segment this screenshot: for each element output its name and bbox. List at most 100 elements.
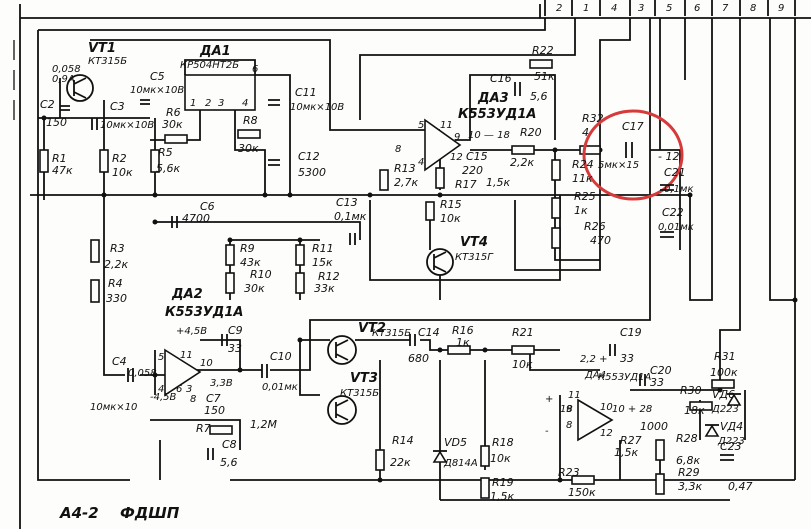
c20-value: 33 <box>650 376 664 389</box>
resistor-symbol <box>295 272 305 294</box>
c23-value: 0,47 <box>728 480 753 493</box>
r1-ref: R1 <box>52 152 67 165</box>
r3-ref: R3 <box>110 242 125 255</box>
r1-value: 47к <box>52 164 73 177</box>
r29-value: 3,3к <box>678 480 702 493</box>
r3-value: 2,2к <box>104 258 128 271</box>
c14-ref: C14 <box>418 326 440 339</box>
r27-ref: R27 <box>620 434 642 447</box>
r7-value: 1,2М <box>250 418 277 431</box>
vd4-ref: VД4 <box>720 420 743 433</box>
r17-value: 1,5к <box>486 176 510 189</box>
da4-pin: 11 <box>568 390 581 401</box>
r2-ref: R2 <box>112 152 127 165</box>
note-text: 0,058 <box>52 64 81 75</box>
da2-pin: 6 <box>176 384 182 395</box>
c3-value: 10мк×10В <box>100 120 154 131</box>
r25-value: 1к <box>574 204 588 217</box>
da3-type: К553УД1А <box>458 107 536 122</box>
c15-ref: C15 <box>466 150 488 163</box>
note-text: 2,2 + <box>580 354 607 365</box>
resistor-symbol <box>480 477 490 499</box>
connector-pin-label: 7 <box>722 3 729 14</box>
r8-value: 30к <box>238 142 259 155</box>
r18-ref: R18 <box>492 436 514 449</box>
capacitor-symbol <box>409 334 416 346</box>
da1-pin: 2 <box>205 98 211 109</box>
c12-value: 5300 <box>298 166 326 179</box>
vt1-ref: VT1 <box>88 41 116 56</box>
r23-ref: R23 <box>558 466 580 479</box>
r19-value: 1,5к <box>490 490 514 503</box>
da4-pin: 12 <box>600 428 613 439</box>
r32-ref: R32 <box>582 112 604 125</box>
resistor-symbol <box>511 345 535 355</box>
da2-pin: 8 <box>190 394 196 405</box>
da3-pin: 5 <box>418 120 424 131</box>
r21-ref: R21 <box>512 326 534 339</box>
r20-ref: R20 <box>520 126 542 139</box>
r30-ref: R30 <box>680 384 702 397</box>
da1-pin: 3 <box>218 98 224 109</box>
vd6-type: Д223 <box>711 404 739 415</box>
resistor-symbol <box>99 149 109 173</box>
vt4-ref: VT4 <box>460 235 488 250</box>
r10-ref: R10 <box>250 268 272 281</box>
resistor-symbol <box>435 167 445 189</box>
c13-value: 0,1мк <box>334 210 367 223</box>
da2-pin: 4 <box>158 384 164 395</box>
vd6-ref: VД6 <box>712 388 735 401</box>
note-text: 18 <box>560 404 573 415</box>
da2-ref: ДА2 <box>171 287 203 302</box>
da2-pin: 11 <box>180 350 193 361</box>
da4-pin: 10 <box>600 402 613 413</box>
resistor-symbol <box>225 272 235 294</box>
resistor-symbol <box>655 473 665 495</box>
r13-ref: R13 <box>394 162 416 175</box>
da2-pin: 10 <box>200 358 213 369</box>
r9-ref: R9 <box>240 242 255 255</box>
resistor-symbol <box>529 59 553 69</box>
capacitor-symbol <box>720 454 734 461</box>
r28-value: 6,8к <box>676 454 700 467</box>
vt1-type: КТ315Б <box>88 56 127 67</box>
note-text: +4,5В <box>176 326 207 337</box>
r16-value: 1к <box>456 336 470 349</box>
da2-pin: 5 <box>158 352 164 363</box>
r9-value: 43к <box>240 256 261 269</box>
c21-ref: C21 <box>664 166 686 179</box>
capacitor-symbol <box>127 368 134 382</box>
r17-ref: R17 <box>455 178 477 191</box>
connector-pin-label: 1 <box>583 3 589 14</box>
c21-value: 0,1мк <box>664 184 694 195</box>
c17-ref: C17 <box>622 120 644 133</box>
da3-pin: 12 <box>450 152 463 163</box>
c4-ref: C4 <box>112 355 127 368</box>
resistor-symbol <box>90 239 100 263</box>
da2-opamp <box>164 348 202 397</box>
resistor-symbol <box>375 449 385 471</box>
sheet-number: А4-2 <box>59 504 99 522</box>
c20-ref: C20 <box>650 364 672 377</box>
da1-pin: 4 <box>242 98 248 109</box>
vd5-type: Д814А <box>443 458 478 469</box>
capacitor-symbol <box>660 184 674 191</box>
da1-ref: ДА1 <box>199 44 231 59</box>
da3-pin: 9 <box>454 132 460 143</box>
da4-pin: 9 <box>566 404 572 415</box>
c8-value: 5,6 <box>220 456 238 469</box>
resistor-symbol <box>551 227 561 249</box>
capacitor-symbol <box>268 159 280 166</box>
c13-ref: C13 <box>336 196 358 209</box>
connector-pin-label: 4 <box>611 3 617 14</box>
da4-ref: ДА4 <box>584 370 606 381</box>
note-text: - 12 <box>658 150 679 163</box>
resistor-symbol <box>551 159 561 181</box>
vd5-ref: VD5 <box>444 436 467 449</box>
r8-ref: R8 <box>243 114 258 127</box>
r23-value: 150к <box>568 486 596 499</box>
vt1-transistor <box>66 74 94 102</box>
c19-value: 33 <box>620 352 634 365</box>
vt2-type: КТ315Б <box>372 328 411 339</box>
